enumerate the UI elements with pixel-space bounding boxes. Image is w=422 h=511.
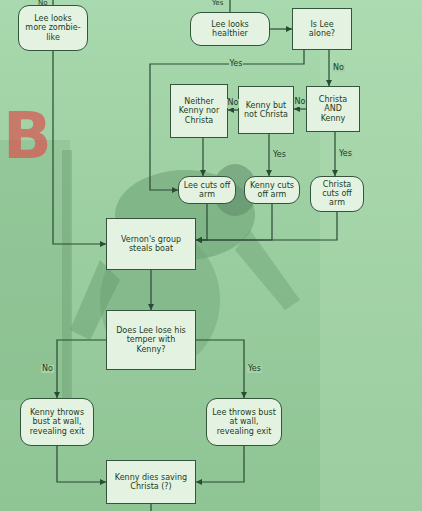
flow-connector [57,340,106,398]
box-text: Christa AND Kenny [311,95,355,123]
flow-connector [57,446,106,482]
flow-connector [334,132,335,176]
process-box: Christa AND Kenny [306,86,360,132]
edge-label: Yes [229,60,244,69]
box-text: Lee looks healthier [195,20,265,38]
box-text: Vernon's group steals boat [111,235,191,253]
flow-connector [268,134,269,176]
edge-label: Yes [247,365,262,374]
flow-connector [196,340,244,398]
outcome-box: Lee cuts off arm [178,176,236,204]
edge-label: Yes [272,151,287,160]
box-text: Kenny throws bust at wall, revealing exi… [25,408,89,436]
box-text: Christa cuts off arm [315,180,359,208]
box-text: Lee cuts off arm [183,181,231,199]
edge-label: No [332,64,345,73]
box-text: Lee looks more zombie-like [23,14,83,42]
flow-connector [150,270,151,310]
box-text: Kenny cuts off arm [249,181,295,199]
outcome-box: Kenny cuts off arm [244,176,300,204]
process-box: Kenny but not Christa [238,86,294,134]
outcome-box: Lee looks more zombie-like [18,5,88,51]
outcome-box: Kenny throws bust at wall, revealing exi… [20,398,94,446]
flow-connector [294,108,306,109]
outcome-box: Christa cuts off arm [310,176,364,212]
edge-label: No [227,99,240,108]
flow-connector [328,50,329,86]
edge-label: No [294,98,307,107]
box-text: Kenny dies saving Christa (?) [111,473,191,491]
box-text: Does Lee lose his temper with Kenny? [111,326,191,354]
process-box: Kenny dies saving Christa (?) [106,460,196,504]
process-box: Vernon's group steals boat [106,218,196,270]
outcome-box: Lee throws bust at wall, revealing exit [206,398,282,446]
branch-label: No [38,0,48,7]
flow-connector [196,446,244,482]
flow-connector [150,50,304,190]
flow-connector [53,51,106,244]
flow-connector [196,204,272,240]
watermark: B [3,104,52,168]
box-text: Is Lee alone? [297,20,347,38]
flow-connector [196,204,207,240]
box-text: Lee throws bust at wall, revealing exit [211,408,277,436]
edge-label: Yes [338,150,353,159]
flow-connector [196,212,337,240]
process-box: Neither Kenny nor Christa [170,84,228,138]
process-box: Does Lee lose his temper with Kenny? [106,310,196,370]
box-text: Neither Kenny nor Christa [175,97,223,125]
edge-label: No [41,365,54,374]
process-box: Is Lee alone? [292,8,352,50]
flow-connector [270,28,292,29]
branch-label: Yes [212,0,223,7]
box-text: Kenny but not Christa [243,101,289,119]
outcome-box: Lee looks healthier [190,12,270,46]
flow-connector [228,109,238,110]
flow-connector [202,138,203,176]
